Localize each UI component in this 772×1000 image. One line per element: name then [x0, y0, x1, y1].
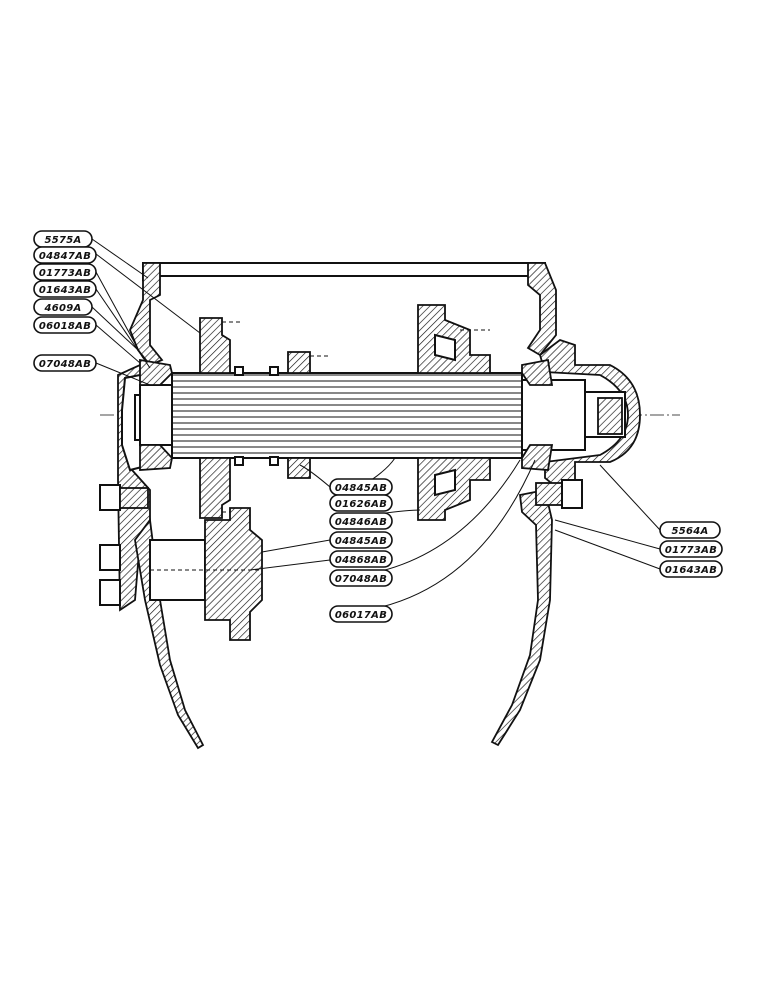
bolt-left-upper: [99, 484, 149, 511]
part-label-01643AB: 01643AB: [33, 280, 97, 298]
svg-text:01626AB: 01626AB: [335, 499, 387, 510]
bolt-right: [535, 479, 583, 509]
svg-text:07048AB: 07048AB: [39, 359, 91, 370]
svg-text:01773AB: 01773AB: [39, 268, 91, 279]
gear-04847AB: [199, 317, 240, 519]
part-label-04868AB: 04868AB: [329, 550, 393, 568]
part-label-04845AB: 04845AB: [329, 478, 393, 496]
part-label-06017AB: 06017AB: [329, 605, 393, 623]
part-label-5564A: 5564A: [659, 521, 721, 539]
svg-text:5575A: 5575A: [44, 235, 81, 246]
splined-shaft-01626AB: [139, 372, 586, 459]
bolt-left-lower: [99, 544, 121, 606]
svg-text:4609A: 4609A: [43, 303, 81, 314]
svg-text:06018AB: 06018AB: [39, 321, 91, 332]
svg-text:04845AB: 04845AB: [335, 536, 387, 547]
svg-text:06017AB: 06017AB: [335, 610, 387, 621]
snap-rings: [234, 366, 279, 466]
part-label-01773AB-2: 01773AB: [659, 540, 723, 558]
part-label-4609A: 4609A: [33, 298, 93, 316]
svg-text:01643AB: 01643AB: [665, 565, 717, 576]
part-label-01773AB: 01773AB: [33, 263, 97, 281]
part-label-07048AB-2: 07048AB: [329, 569, 393, 587]
part-label-01643AB-2: 01643AB: [659, 560, 723, 578]
svg-text:04847AB: 04847AB: [39, 251, 91, 262]
svg-text:01773AB: 01773AB: [665, 545, 717, 556]
labels-center: 04845AB 01626AB 04846AB 04845AB 04868AB …: [329, 478, 393, 623]
svg-text:07048AB: 07048AB: [335, 574, 387, 585]
svg-text:01643AB: 01643AB: [39, 285, 91, 296]
part-label-04846AB: 04846AB: [329, 512, 393, 530]
labels-left: 5575A 04847AB 01773AB 01643AB 4609A 0601…: [33, 230, 97, 372]
bearing-left: [139, 358, 173, 471]
part-label-04845AB-2: 04845AB: [329, 531, 393, 549]
part-label-04847AB: 04847AB: [33, 246, 97, 264]
bearing-cap-5564A: [538, 338, 641, 492]
part-label-01626AB: 01626AB: [329, 494, 393, 512]
part-label-07048AB: 07048AB: [33, 354, 97, 372]
svg-text:5564A: 5564A: [671, 526, 708, 537]
labels-right: 5564A 01773AB 01643AB: [659, 521, 723, 578]
svg-text:04846AB: 04846AB: [335, 517, 387, 528]
bearing-right: [521, 358, 554, 471]
idler-gear-04868AB: [149, 507, 263, 641]
part-label-06018AB: 06018AB: [33, 316, 97, 334]
gear-04845AB: [287, 351, 330, 479]
svg-text:04845AB: 04845AB: [335, 483, 387, 494]
svg-text:04868AB: 04868AB: [335, 555, 387, 566]
part-label-5575A: 5575A: [33, 230, 93, 248]
gear-04846AB: [417, 304, 491, 521]
